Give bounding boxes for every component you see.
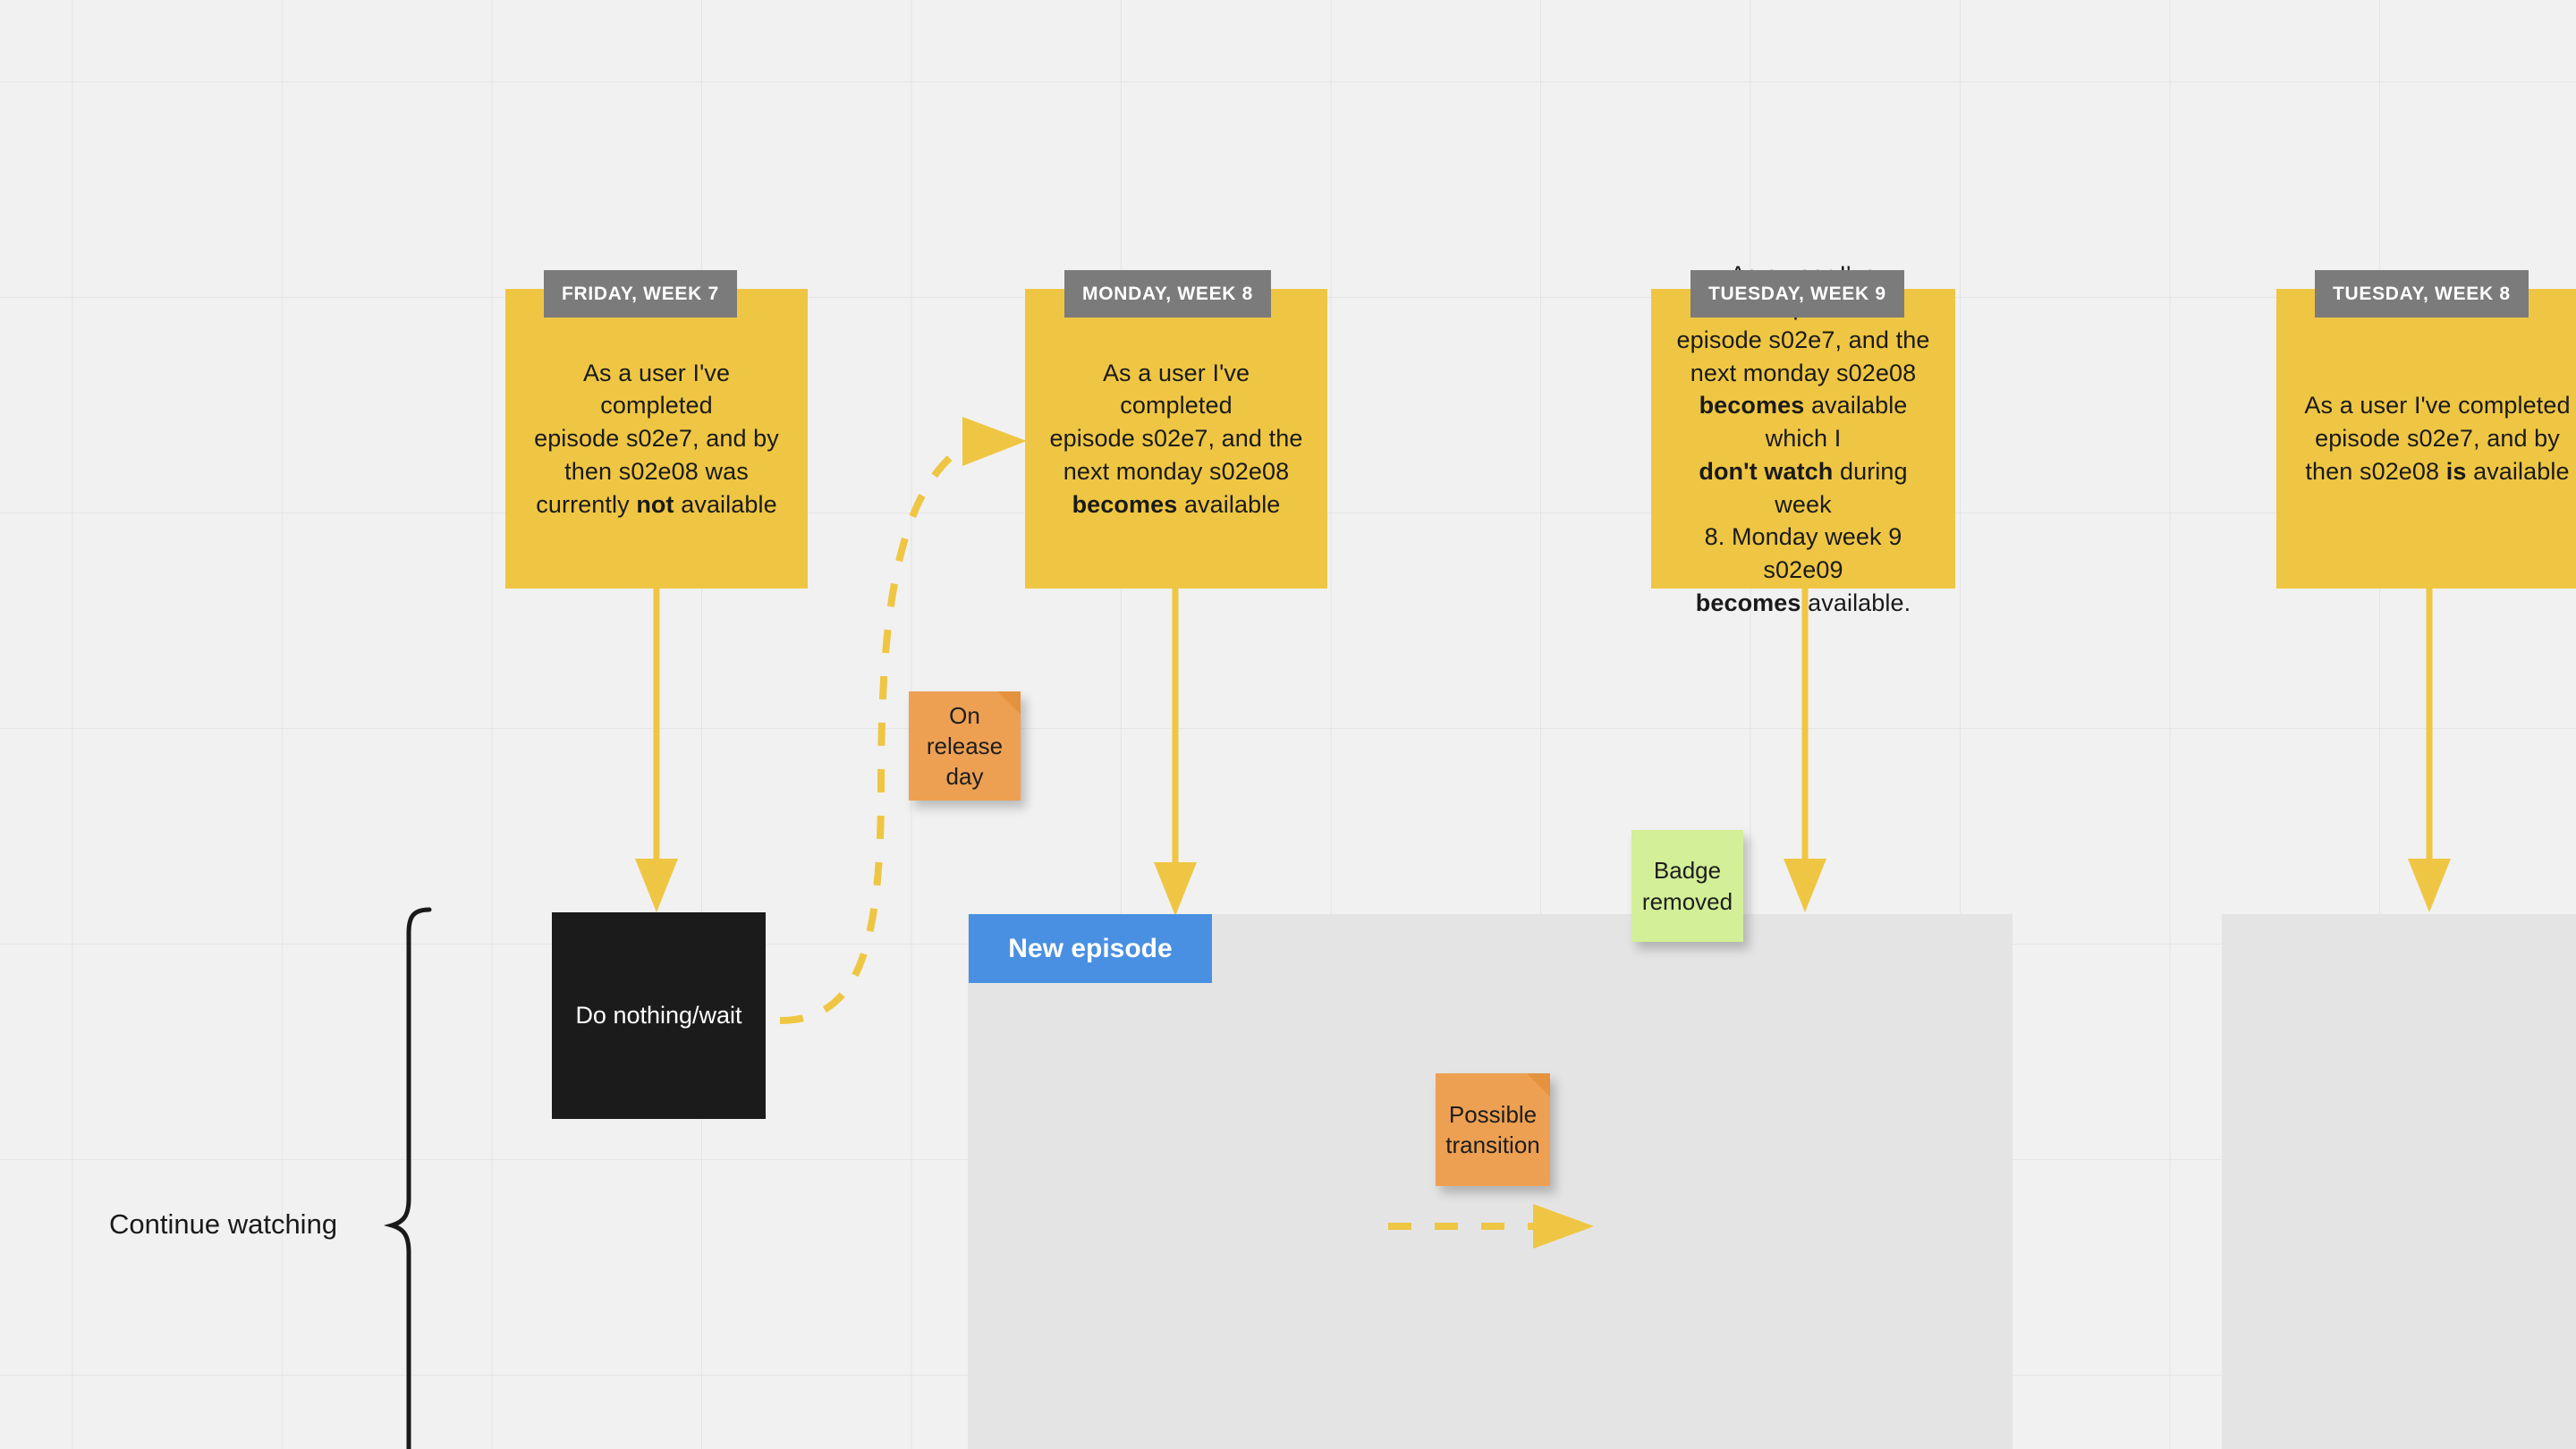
card-line: then s02e08 xyxy=(2305,457,2446,485)
card-line: during week xyxy=(1775,457,1908,518)
arrow-card1-to-donothing xyxy=(635,589,678,912)
column-band-week8-alt xyxy=(2222,914,2576,1449)
card-emphasis: becomes xyxy=(1072,490,1178,518)
sticky-line: Possible xyxy=(1448,1100,1538,1128)
story-card-text: As a user I've completed episode s02e7, … xyxy=(1045,357,1308,521)
card-line: episode s02e7, and the xyxy=(1676,326,1930,353)
sticky-line: Badge xyxy=(1653,857,1722,885)
column-band-week9 xyxy=(1594,914,2012,1449)
card-line: next monday s02e08 xyxy=(1063,457,1290,485)
story-card-monday-week8[interactable]: As a user I've completed episode s02e7, … xyxy=(1025,289,1327,589)
card-line: next monday s02e08 xyxy=(1690,359,1917,386)
card-line: episode s02e7, and by xyxy=(2315,425,2560,453)
continue-watching-brace xyxy=(383,907,432,1449)
sticky-note-possible-transition[interactable]: Possible transition xyxy=(1436,1073,1550,1186)
arrow-card2-to-newepisode xyxy=(1154,589,1197,916)
sticky-note-text: On release day xyxy=(927,700,1003,792)
card-emphasis: becomes xyxy=(1699,392,1805,419)
card-line: available xyxy=(1177,490,1281,518)
story-card-tuesday-week8[interactable]: As a user I've completed episode s02e7, … xyxy=(2276,289,2576,589)
action-new-episode[interactable]: New episode xyxy=(969,914,1212,983)
card-line: episode s02e7, and the xyxy=(1049,425,1303,453)
card-line: then s02e08 was xyxy=(564,457,749,485)
card-badge-tuesday-week9: TUESDAY, WEEK 9 xyxy=(1690,270,1904,318)
story-card-text: As a user I've completed episode s02e7, … xyxy=(525,357,788,521)
card-badge-tuesday-week8: TUESDAY, WEEK 8 xyxy=(2315,270,2529,318)
card-line: episode s02e7, and by xyxy=(534,425,779,453)
card-badge-friday-week7: FRIDAY, WEEK 7 xyxy=(544,270,737,318)
card-line: As a user I've completed xyxy=(582,359,731,419)
story-card-text: As a user I've completed episode s02e7, … xyxy=(2304,389,2570,487)
sticky-note-on-release-day[interactable]: On release day xyxy=(909,691,1021,801)
continue-watching-label: Continue watching xyxy=(109,1208,338,1240)
sticky-line: transition xyxy=(1445,1131,1540,1158)
sticky-note-text: Badge removed xyxy=(1642,855,1733,917)
story-card-friday-week7[interactable]: As a user I've completed episode s02e7, … xyxy=(505,289,808,589)
card-line: available xyxy=(2466,457,2570,485)
story-card-tuesday-week9[interactable]: As a user I've completed episode s02e7, … xyxy=(1651,261,1955,616)
sticky-note-text: Possible transition xyxy=(1445,1099,1540,1161)
card-line: available which I xyxy=(1765,392,1908,453)
card-emphasis: becomes xyxy=(1695,589,1801,616)
card-emphasis: not xyxy=(636,490,674,518)
arrow-card3-down xyxy=(1784,589,1826,912)
sticky-line: release xyxy=(926,732,1004,759)
action-do-nothing-wait[interactable]: Do nothing/wait xyxy=(552,912,766,1119)
card-badge-monday-week8: MONDAY, WEEK 8 xyxy=(1064,270,1272,318)
card-line: 8. Monday week 9 s02e09 xyxy=(1704,523,1902,584)
sticky-line: removed xyxy=(1641,887,1733,915)
arrow-card4-down xyxy=(2408,589,2451,912)
sticky-line: day xyxy=(945,763,984,791)
card-line: As a user I've completed xyxy=(1102,359,1250,419)
sticky-line: On xyxy=(949,701,980,729)
card-line: As a user I've completed xyxy=(2304,392,2571,419)
card-emphasis: is xyxy=(2445,457,2467,485)
card-line: currently xyxy=(536,490,637,518)
card-emphasis: don't watch xyxy=(1699,457,1834,485)
card-line: available xyxy=(674,490,777,518)
sticky-note-badge-removed[interactable]: Badge removed xyxy=(1631,830,1743,942)
card-line: available. xyxy=(1801,589,1911,616)
